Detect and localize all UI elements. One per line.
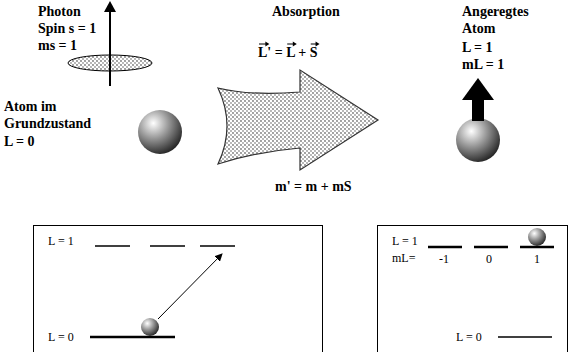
energy-levels bbox=[428, 247, 554, 337]
label: L = 1 bbox=[462, 39, 493, 56]
label: Absorption bbox=[272, 3, 340, 20]
label: m' = m + mS bbox=[275, 178, 355, 195]
level-label: mL= bbox=[392, 251, 415, 265]
level-label: -1 bbox=[439, 252, 449, 266]
spin-arrow bbox=[109, 10, 111, 86]
label: L = 0 bbox=[4, 133, 35, 150]
label: Spin s = 1 bbox=[38, 20, 96, 37]
label: Atom im Grundzustand bbox=[4, 98, 104, 132]
level-panel: L = 1 mL= -1 0 1 L = 0 bbox=[377, 225, 568, 352]
electron-ball bbox=[528, 228, 546, 246]
level-label: 0 bbox=[486, 252, 492, 266]
spin-arrowhead bbox=[104, 1, 116, 12]
level-label: L = 1 bbox=[48, 234, 74, 248]
angular-momentum-arrow bbox=[472, 99, 484, 121]
level-label: 1 bbox=[534, 252, 540, 266]
level-label: L = 0 bbox=[48, 330, 74, 344]
level-label: L = 1 bbox=[392, 234, 418, 248]
label: L' = L + S bbox=[258, 44, 318, 61]
transition-arrow bbox=[158, 254, 222, 319]
level-panel: L = 1 L = 0 bbox=[33, 225, 323, 352]
energy-levels bbox=[90, 246, 235, 337]
label: Angeregtes Atom bbox=[462, 3, 554, 37]
absorption-arrow bbox=[218, 70, 378, 170]
level-label: L = 0 bbox=[456, 330, 482, 344]
electron-ball bbox=[141, 318, 159, 336]
atom-sphere bbox=[138, 110, 182, 154]
angular-momentum-arrowhead bbox=[462, 78, 494, 100]
atom-sphere bbox=[456, 118, 500, 162]
label: ms = 1 bbox=[38, 37, 77, 54]
label: Photon bbox=[38, 3, 81, 20]
label: mL = 1 bbox=[462, 56, 504, 73]
